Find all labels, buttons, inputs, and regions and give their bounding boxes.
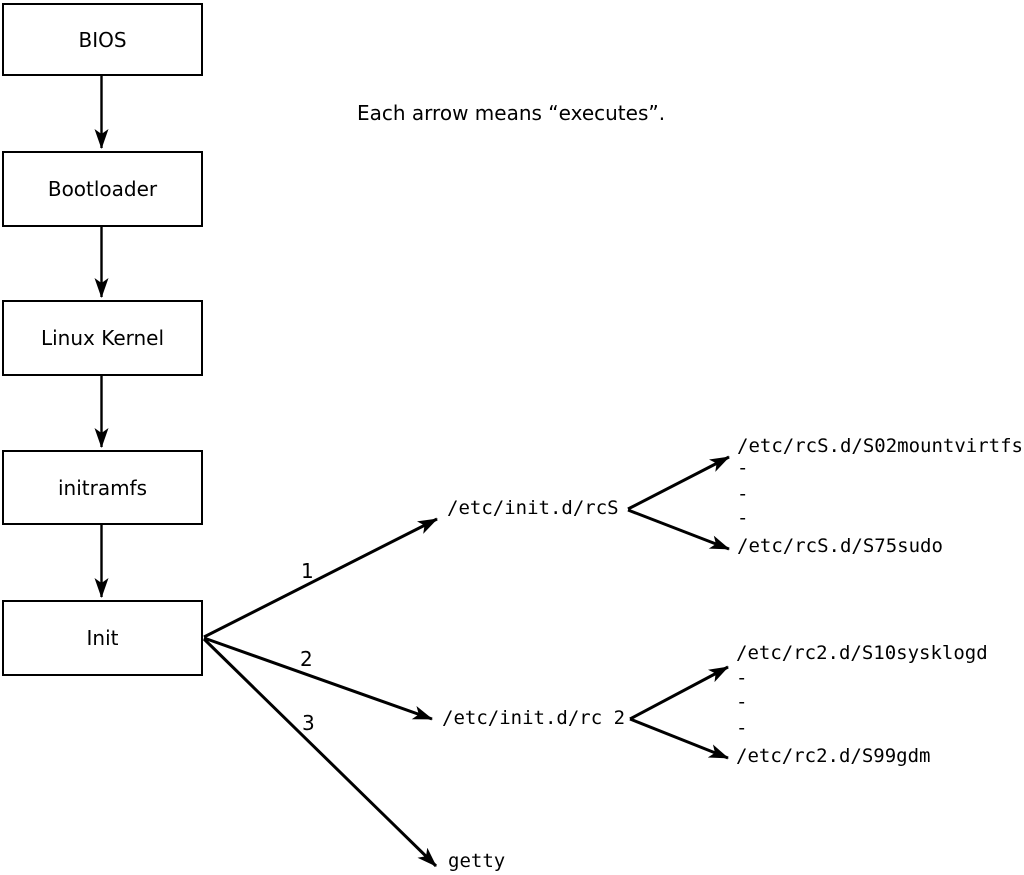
target-rc2-path: /etc/init.d/rc 2 [442,707,626,729]
node-bios-label: BIOS [78,27,127,52]
arrow-rcs-to-s75sudo [627,508,730,551]
node-initramfs-label: initramfs [57,475,148,500]
arrow-init-to-getty [202,637,438,868]
node-initramfs: initramfs [2,450,203,525]
rcs-ellipsis-dash: - [737,507,749,529]
target-getty: getty [448,850,506,872]
arrow-init-to-rc2 [203,636,433,721]
branch-order-2: 2 [300,647,313,671]
node-init-label: Init [86,626,119,650]
target-rcs-path: /etc/init.d/rcS [447,497,619,519]
rcs-script-last: /etc/rcS.d/S75sudo [737,535,943,557]
legend-note: Each arrow means “executes”. [357,101,666,125]
node-bios: BIOS [2,3,203,76]
rc2-script-first: /etc/rc2.d/S10sysklogd [736,642,988,664]
rcs-script-first: /etc/rcS.d/S02mountvirtfs [737,435,1023,457]
arrow-rc2-to-s10sysklogd [629,665,729,721]
arrow-rcs-to-s02mountvirtfs [627,455,730,511]
rc2-ellipsis-dash: - [736,691,748,713]
arrow-init-to-rcs [203,517,438,639]
node-linux-kernel: Linux Kernel [2,300,203,376]
rcs-ellipsis-dash: - [737,457,749,479]
node-bootloader: Bootloader [2,151,203,227]
branch-order-3: 3 [302,711,315,735]
node-init: Init [2,600,203,676]
arrow-rc2-to-s99gdm [629,717,729,760]
rc2-ellipsis-dash: - [736,717,748,739]
rcs-ellipsis-dash: - [737,483,749,505]
node-linux-kernel-label: Linux Kernel [40,326,165,350]
rc2-ellipsis-dash: - [736,667,748,689]
node-bootloader-label: Bootloader [47,177,158,201]
rc2-script-last: /etc/rc2.d/S99gdm [736,745,931,767]
branch-order-1: 1 [301,559,314,583]
